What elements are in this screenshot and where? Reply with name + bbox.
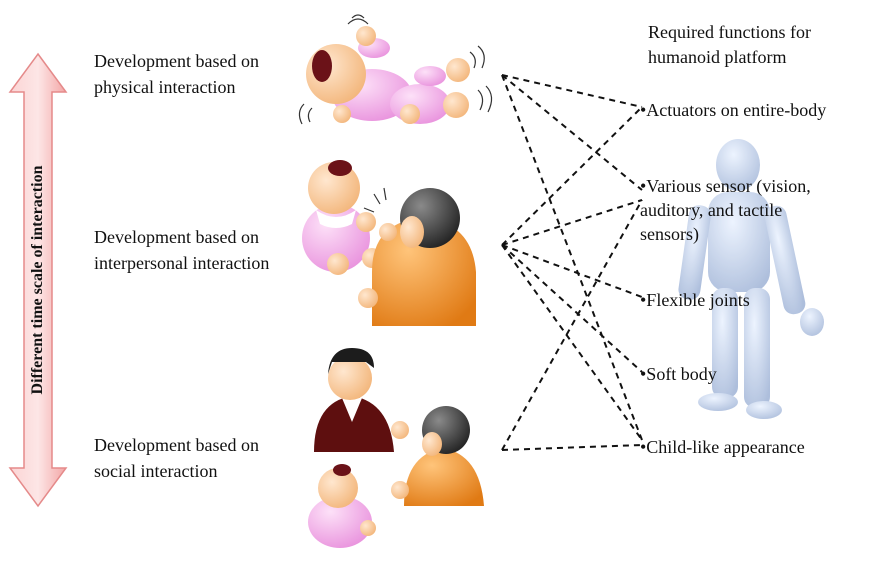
required-title-line2: humanoid platform [648,47,787,67]
function-soft-body: •Soft body [640,362,717,386]
timescale-arrow [8,52,68,508]
social-group-illustration [308,348,484,548]
panel-physical-line1: Development based on [94,51,259,71]
function-sensors-line2: auditory, and tactile [640,200,783,220]
panel-social-line2: social interaction [94,461,218,481]
panel-physical-text: Development based on physical interactio… [94,48,324,100]
robot-illustration [678,139,824,419]
required-title-line1: Required functions for [648,22,811,42]
function-flexible-joints-label: •Flexible joints [640,290,750,310]
panel-physical-line2: physical interaction [94,77,236,97]
connector-lines [501,74,643,451]
panel-social-text: Development based on social interaction [94,432,324,484]
function-sensors-line3: sensors) [640,224,699,244]
panel-interpersonal-line1: Development based on [94,227,259,247]
baby-lying-illustration [298,14,493,125]
function-child-like-label: •Child-like appearance [640,437,805,457]
function-actuators-label: •Actuators on entire-body [640,100,827,120]
panel-interpersonal-text: Development based on interpersonal inter… [94,224,324,276]
function-sensors-line1: •Various sensor (vision, [640,176,811,196]
baby-adult-illustration [302,160,476,326]
function-sensors: •Various sensor (vision, auditory, and t… [640,174,811,246]
function-soft-body-label: •Soft body [640,364,717,384]
required-functions-title: Required functions for humanoid platform [648,20,811,70]
panel-social-line1: Development based on [94,435,259,455]
function-flexible-joints: •Flexible joints [640,288,750,312]
function-child-like: •Child-like appearance [640,435,805,459]
timescale-label: Different time scale of interaction [29,165,46,395]
panel-interpersonal-line2: interpersonal interaction [94,253,270,273]
function-actuators: •Actuators on entire-body [640,98,826,122]
